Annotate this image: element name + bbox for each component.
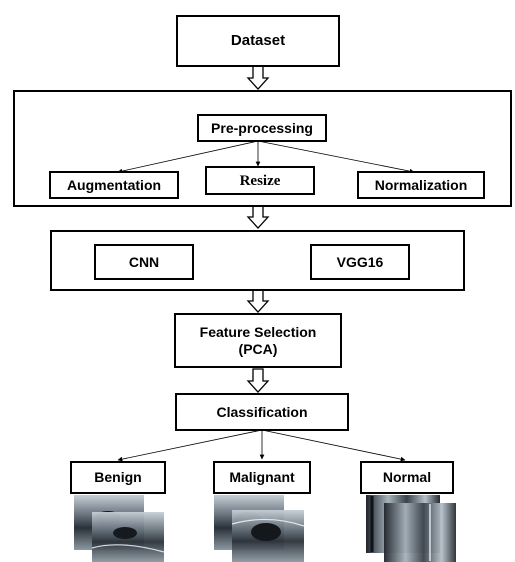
branch-arrow-normalization	[257, 140, 415, 174]
augmentation-node: Augmentation	[49, 171, 179, 199]
cnn-node: CNN	[94, 244, 194, 280]
malignant-node: Malignant	[213, 461, 311, 494]
dataset-node: Dataset	[176, 15, 340, 67]
flow-arrow-icon	[246, 205, 270, 229]
resize-node: Resize	[205, 166, 315, 195]
augmentation-label: Augmentation	[66, 176, 162, 193]
preprocessing-label: Pre-processing	[211, 119, 313, 136]
malignant-label: Malignant	[229, 469, 295, 486]
feature-selection-node: Feature Selection (PCA)	[174, 313, 342, 368]
classification-label: Classification	[216, 403, 308, 420]
preprocessing-group	[13, 90, 512, 207]
cnn-label: CNN	[128, 253, 160, 270]
feature-selection-method-label: (PCA)	[238, 340, 278, 357]
normalization-node: Normalization	[357, 171, 485, 199]
normal-ultrasound-image	[366, 495, 456, 562]
resize-label: Resize	[239, 172, 281, 189]
benign-ultrasound-image	[74, 495, 165, 562]
flow-arrow-icon	[246, 65, 270, 90]
benign-node: Benign	[70, 461, 166, 494]
branch-arrow-normal	[261, 429, 406, 462]
branch-arrow-augmentation	[117, 140, 259, 174]
flow-arrow-icon	[246, 368, 270, 393]
classification-node: Classification	[175, 393, 349, 431]
flow-arrow-icon	[246, 289, 270, 313]
preprocessing-node: Pre-processing	[197, 114, 327, 142]
model-group	[50, 230, 465, 291]
vgg16-node: VGG16	[310, 244, 410, 280]
normalization-label: Normalization	[374, 176, 468, 193]
vgg16-label: VGG16	[336, 253, 384, 270]
feature-selection-label: Feature Selection	[199, 323, 317, 340]
normal-node: Normal	[360, 461, 454, 494]
malignant-ultrasound-image	[214, 495, 305, 562]
dataset-label: Dataset	[230, 32, 286, 49]
normal-label: Normal	[382, 469, 432, 486]
branch-arrow-benign	[117, 429, 263, 462]
benign-label: Benign	[94, 469, 142, 486]
